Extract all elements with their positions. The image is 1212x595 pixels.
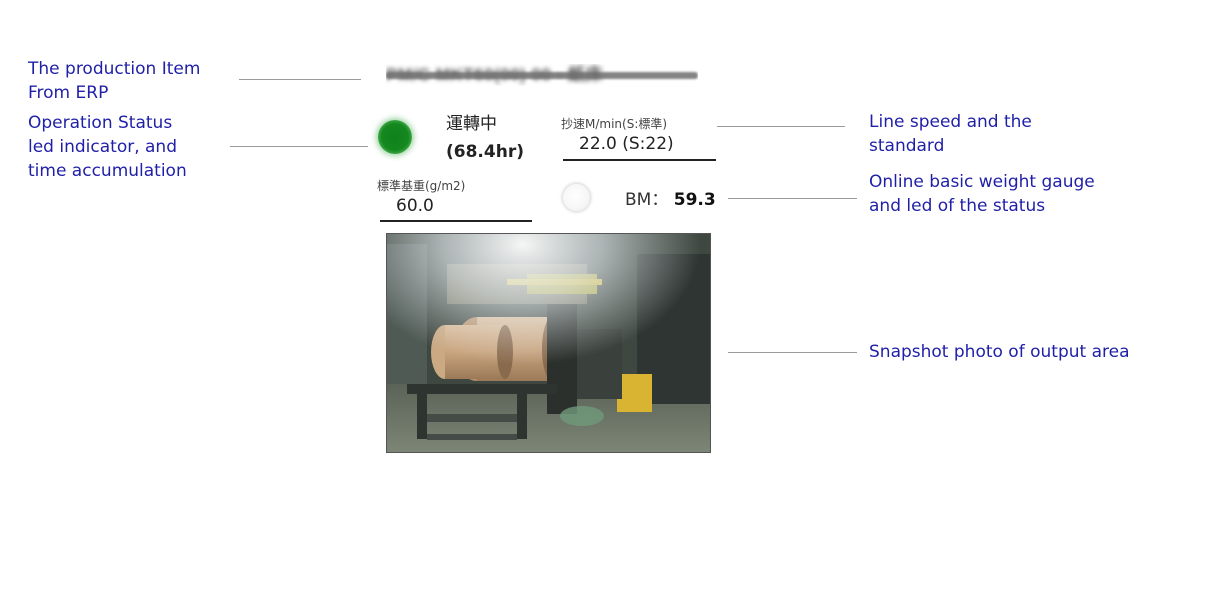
bm-label: BM： — [625, 190, 669, 210]
leader-line-production-item — [239, 79, 361, 80]
annotation-line: Online basic weight gauge — [869, 172, 1095, 192]
redaction-mark — [386, 72, 698, 79]
annotation-operation-status: Operation Status led indicator, and time… — [28, 111, 187, 183]
annotation-line: The production Item — [28, 59, 201, 79]
annotation-snapshot: Snapshot photo of output area — [869, 340, 1130, 364]
annotation-line: Operation Status — [28, 113, 173, 133]
annotation-basic-weight: Online basic weight gauge and led of the… — [869, 170, 1095, 218]
operation-status-text: 運轉中 — [446, 114, 497, 134]
snapshot-image — [387, 234, 710, 452]
basis-weight-status-led — [563, 184, 590, 211]
operation-hours: (68.4hr) — [446, 142, 524, 162]
annotation-line: and led of the status — [869, 196, 1046, 216]
annotation-line: time accumulation — [28, 161, 187, 181]
line-speed-value: 22.0 (S:22) — [579, 134, 674, 154]
standard-weight-label: 標準基重(g/m2) — [377, 179, 466, 193]
leader-line-snapshot — [728, 352, 857, 353]
output-area-snapshot — [386, 233, 711, 453]
line-speed-underline — [563, 159, 716, 161]
bm-value: 59.3 — [673, 190, 716, 210]
line-speed-label: 抄速M/min(S:標準) — [561, 117, 668, 131]
annotation-line: Snapshot photo of output area — [869, 342, 1130, 362]
production-item-title: PM/C MKT60(00) 00 - 紙床 — [386, 64, 698, 86]
leader-line-operation-status — [230, 146, 368, 147]
leader-line-basic-weight — [728, 198, 857, 199]
annotation-line: From ERP — [28, 83, 109, 103]
basis-weight-readout: BM： 59.3 — [625, 188, 718, 212]
annotation-production-item: The production Item From ERP — [28, 57, 200, 105]
standard-weight-underline — [380, 220, 532, 222]
operation-status-led — [378, 120, 412, 154]
standard-weight-value: 60.0 — [396, 196, 434, 216]
annotation-line: led indicator, and — [28, 137, 177, 157]
annotation-line: standard — [869, 136, 945, 156]
leader-line-line-speed — [717, 126, 845, 127]
annotation-line: Line speed and the — [869, 112, 1032, 132]
annotation-line-speed: Line speed and the standard — [869, 110, 1032, 158]
